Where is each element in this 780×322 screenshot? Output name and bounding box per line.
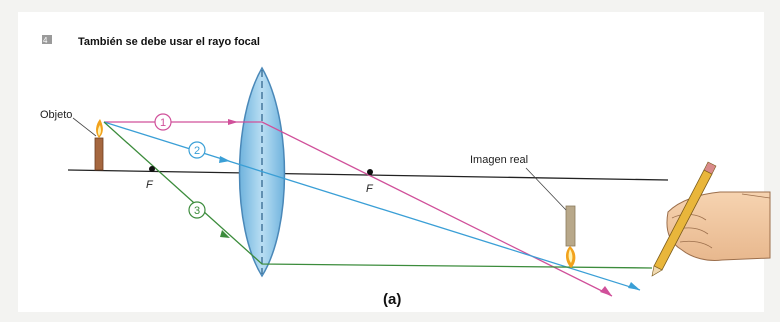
ray-2-number: 2 [194, 145, 200, 157]
real-image-candle [565, 205, 576, 268]
object-label: Objeto [40, 109, 72, 121]
figure-number: 4 [43, 36, 48, 45]
focal-label-left: F [146, 179, 154, 191]
figure-panel [18, 12, 764, 312]
ray-2-marker: 2 [188, 141, 206, 159]
object-leader-line [72, 117, 97, 137]
ray-1-marker: 1 [154, 113, 172, 131]
focal-point-left [149, 166, 155, 172]
ray-3 [103, 121, 653, 269]
ray-3-number: 3 [194, 205, 200, 217]
image-leader-line [525, 167, 567, 211]
figure-title: También se debe usar el rayo focal [78, 36, 260, 48]
focal-point-right [367, 169, 373, 175]
ray-1-number: 1 [160, 117, 166, 129]
figure-number-box [42, 35, 52, 44]
object-candle [94, 119, 104, 171]
focal-label-right: F [366, 183, 374, 195]
ray-3-marker: 3 [188, 201, 206, 219]
image-label: Imagen real [470, 154, 528, 166]
hand-with-pencil [651, 161, 771, 277]
figure-caption: (a) [383, 291, 401, 308]
